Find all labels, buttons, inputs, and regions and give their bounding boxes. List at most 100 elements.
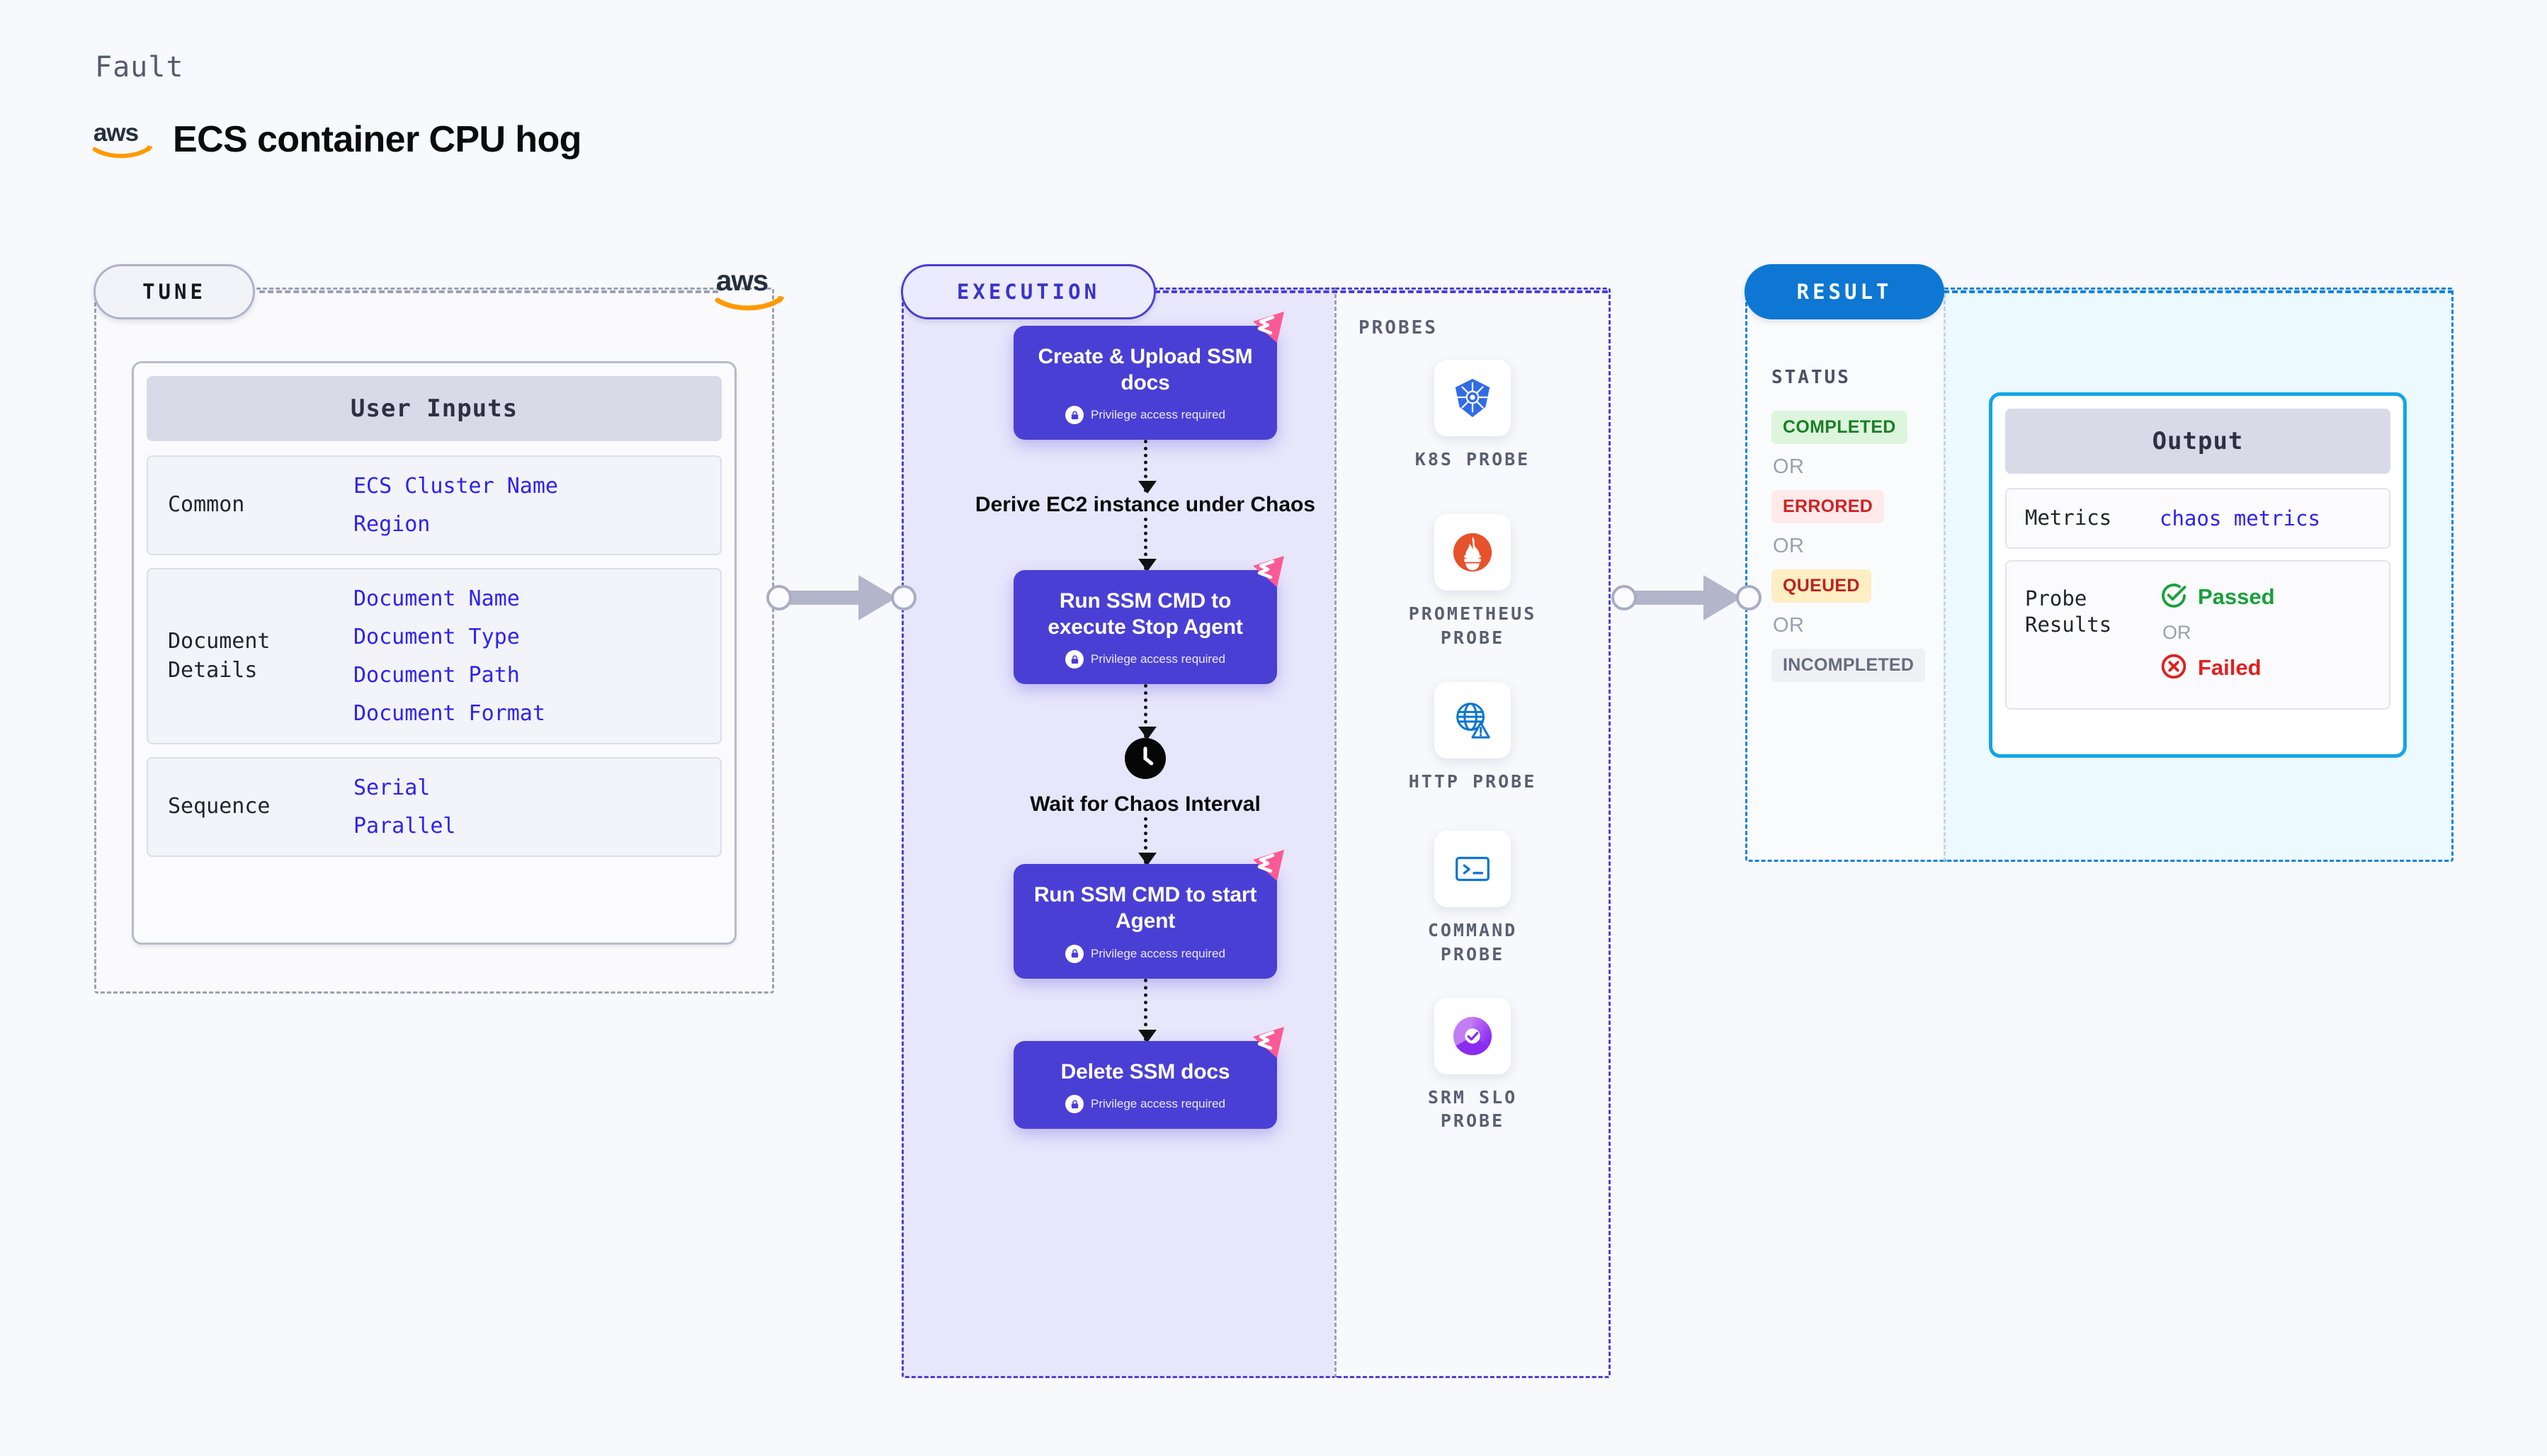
execution-node-title: Run SSM CMD to start Agent <box>1033 883 1257 933</box>
status-title: STATUS <box>1771 367 1851 388</box>
probe-label: PROMETHEUS PROBE <box>1408 603 1537 648</box>
lock-icon <box>1065 944 1084 963</box>
flow-connector <box>1138 518 1157 572</box>
arrow-bar <box>781 591 880 605</box>
flow-connector <box>1138 684 1157 740</box>
probe-result-failed: Failed <box>2160 652 2275 684</box>
execution-node[interactable]: Create & Upload SSM docs Privilege acces… <box>1014 312 1284 440</box>
aws-logo-icon: aws <box>92 119 157 160</box>
status-or-label: OR <box>1773 455 1805 478</box>
page-header: aws ECS container CPU hog <box>92 119 582 160</box>
probe-results-or: OR <box>2162 621 2191 643</box>
execution-to-result-arrow <box>1611 575 1762 620</box>
user-input-label: Common <box>168 492 245 518</box>
srm-slo-icon <box>1434 997 1511 1074</box>
tune-to-execution-arrow <box>766 575 917 620</box>
probe-item[interactable]: COMMAND PROBE <box>1428 831 1517 967</box>
probe-label: COMMAND PROBE <box>1427 920 1518 965</box>
metrics-label: Metrics <box>2025 506 2112 530</box>
page-eyebrow: Fault <box>95 51 184 84</box>
output-card-title: Output <box>2005 409 2390 474</box>
arrow-head <box>1703 575 1742 620</box>
flow-connector <box>1138 440 1157 494</box>
execution-node-title: Create & Upload SSM docs <box>1038 345 1253 394</box>
probes-list: K8S PROBE PROMETHEUS PROBE HTTP PROBE CO… <box>1334 360 1611 1133</box>
arrow-start-dot <box>1611 585 1637 610</box>
privilege-note-text: Privilege access required <box>1091 1097 1225 1111</box>
page-title: ECS container CPU hog <box>173 119 582 160</box>
probe-results-values: Passed OR Failed <box>2160 581 2275 684</box>
prometheus-icon <box>1434 513 1511 591</box>
execution-node-title: Run SSM CMD to execute Stop Agent <box>1048 589 1243 639</box>
ribbon-badge-icon <box>1249 848 1287 884</box>
lock-icon <box>1065 1095 1084 1114</box>
probe-result-passed: Passed <box>2160 581 2275 613</box>
arrow-head <box>858 575 897 620</box>
passed-label: Passed <box>2198 584 2275 610</box>
ribbon-badge-icon <box>1249 1025 1287 1061</box>
execution-wait-step: Wait for Chaos Interval <box>1030 738 1261 817</box>
tune-aws-logo-icon: aws <box>714 264 790 312</box>
probe-item[interactable]: HTTP PROBE <box>1409 682 1537 794</box>
status-list: COMPLETED OR ERRORED OR QUEUED OR INCOMP… <box>1771 411 1926 682</box>
execution-node-title: Delete SSM docs <box>1060 1059 1230 1084</box>
execution-flow: Create & Upload SSM docs Privilege acces… <box>902 312 1610 1130</box>
result-badge[interactable]: RESULT <box>1745 264 1944 319</box>
probe-label: HTTP PROBE <box>1408 771 1537 792</box>
privilege-note: Privilege access required <box>1028 1095 1263 1114</box>
user-input-value[interactable]: Document Name <box>353 586 520 611</box>
ribbon-badge-icon <box>1249 554 1287 590</box>
failed-label: Failed <box>2198 655 2262 681</box>
svg-text:aws: aws <box>716 266 768 297</box>
privilege-note-text: Privilege access required <box>1091 652 1225 666</box>
user-input-value[interactable]: Document Path <box>353 663 520 688</box>
execution-node[interactable]: Delete SSM docs Privilege access require… <box>1014 1026 1284 1130</box>
user-input-value[interactable]: Serial <box>353 775 431 800</box>
probe-label: K8S PROBE <box>1414 449 1531 470</box>
check-circle-icon <box>2160 581 2188 613</box>
user-input-value[interactable]: ECS Cluster Name <box>353 474 558 499</box>
execution-step-label: Derive EC2 instance under Chaos <box>975 493 1316 517</box>
tune-badge[interactable]: TUNE <box>93 264 255 319</box>
status-badge: COMPLETED <box>1771 411 1907 444</box>
svg-text:aws: aws <box>93 119 138 147</box>
probe-results-label: Probe Results <box>2025 586 2112 637</box>
execution-badge[interactable]: EXECUTION <box>901 264 1156 319</box>
tune-top-dash <box>259 290 718 293</box>
user-input-label: Document Details <box>168 629 271 683</box>
arrow-bar <box>1626 591 1725 605</box>
status-badge: ERRORED <box>1771 490 1885 523</box>
status-or-label: OR <box>1773 614 1805 637</box>
user-input-value[interactable]: Document Format <box>353 701 545 726</box>
probe-item[interactable]: K8S PROBE <box>1415 360 1530 472</box>
probe-item[interactable]: SRM SLO PROBE <box>1428 997 1517 1134</box>
probes-title: PROBES <box>1358 317 1438 339</box>
arrow-end-dot <box>891 585 917 610</box>
x-circle-icon <box>2160 652 2188 684</box>
execution-node[interactable]: Run SSM CMD to start Agent Privilege acc… <box>1014 850 1284 979</box>
result-top-dash <box>1944 290 2454 293</box>
arrow-end-dot <box>1736 585 1762 610</box>
output-probe-results-row: Probe Results Passed OR <box>2005 559 2390 710</box>
arrow-start-dot <box>766 585 792 610</box>
ribbon-badge-icon <box>1249 310 1287 346</box>
execution-node[interactable]: Run SSM CMD to execute Stop Agent Privil… <box>1014 556 1284 685</box>
status-or-label: OR <box>1773 535 1805 557</box>
clock-icon <box>1124 738 1166 780</box>
user-input-value[interactable]: Region <box>353 512 431 537</box>
status-badge: QUEUED <box>1771 569 1871 603</box>
lock-icon <box>1065 650 1084 669</box>
probe-item[interactable]: PROMETHEUS PROBE <box>1408 513 1537 650</box>
privilege-note: Privilege access required <box>1028 944 1263 963</box>
user-input-value[interactable]: Document Type <box>353 625 520 649</box>
metrics-value[interactable]: chaos metrics <box>2160 506 2320 530</box>
user-input-value[interactable]: Parallel <box>353 814 456 838</box>
